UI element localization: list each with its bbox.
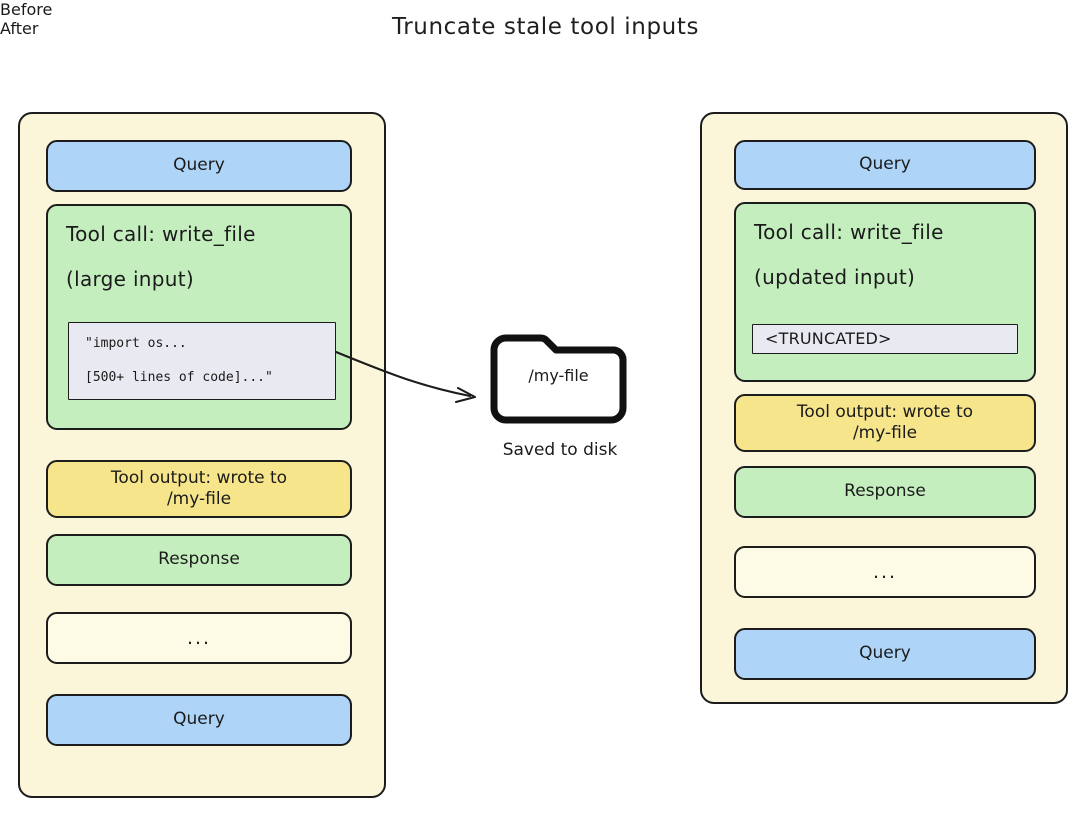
- ellipsis-dots: ...: [872, 560, 898, 583]
- flow-arrow: [334, 350, 477, 404]
- message-tool-output[interactable]: Tool output: wrote to /my-file: [46, 460, 352, 518]
- message-label: Response: [158, 549, 240, 570]
- code-line: [500+ lines of code]...": [85, 369, 273, 385]
- conversation-after: Query Tool call: write_file (updated inp…: [700, 112, 1068, 704]
- message-query-bottom[interactable]: Query: [734, 628, 1036, 680]
- message-ellipsis[interactable]: ...: [734, 546, 1036, 598]
- tool-call-subtitle: (updated input): [754, 265, 916, 289]
- code-line: "import os...: [85, 336, 187, 351]
- tool-call-code-panel: "import os... [500+ lines of code]...": [68, 322, 336, 400]
- column-header-after: After: [0, 19, 39, 38]
- message-label: Query: [859, 154, 911, 175]
- truncated-panel: <TRUNCATED>: [752, 324, 1018, 354]
- folder-icon: [490, 334, 627, 424]
- message-query-bottom[interactable]: Query: [46, 694, 352, 746]
- ellipsis-dots: ...: [186, 626, 212, 649]
- message-ellipsis[interactable]: ...: [46, 612, 352, 664]
- message-response[interactable]: Response: [46, 534, 352, 586]
- message-label: Query: [173, 709, 225, 730]
- disk-group: /my-file Saved to disk: [470, 330, 650, 470]
- message-query-top[interactable]: Query: [734, 140, 1036, 190]
- message-response[interactable]: Response: [734, 466, 1036, 518]
- tool-call-title: Tool call: write_file: [754, 220, 944, 244]
- message-query-top[interactable]: Query: [46, 140, 352, 192]
- folder-label: /my-file: [528, 366, 589, 385]
- tool-call-title: Tool call: write_file: [66, 222, 256, 246]
- conversation-before: Query Tool call: write_file (large input…: [18, 112, 386, 798]
- message-label: Query: [859, 643, 911, 664]
- message-tool-call[interactable]: Tool call: write_file (updated input) <T…: [734, 202, 1036, 382]
- message-tool-output[interactable]: Tool output: wrote to /my-file: [734, 394, 1036, 452]
- tool-call-subtitle: (large input): [66, 267, 194, 291]
- disk-caption: Saved to disk: [502, 440, 618, 460]
- message-tool-call[interactable]: Tool call: write_file (large input) "imp…: [46, 204, 352, 430]
- message-label: Response: [844, 481, 926, 502]
- message-label: Query: [173, 155, 225, 176]
- column-header-before: Before: [0, 0, 53, 19]
- page-title: Truncate stale tool inputs: [391, 14, 700, 40]
